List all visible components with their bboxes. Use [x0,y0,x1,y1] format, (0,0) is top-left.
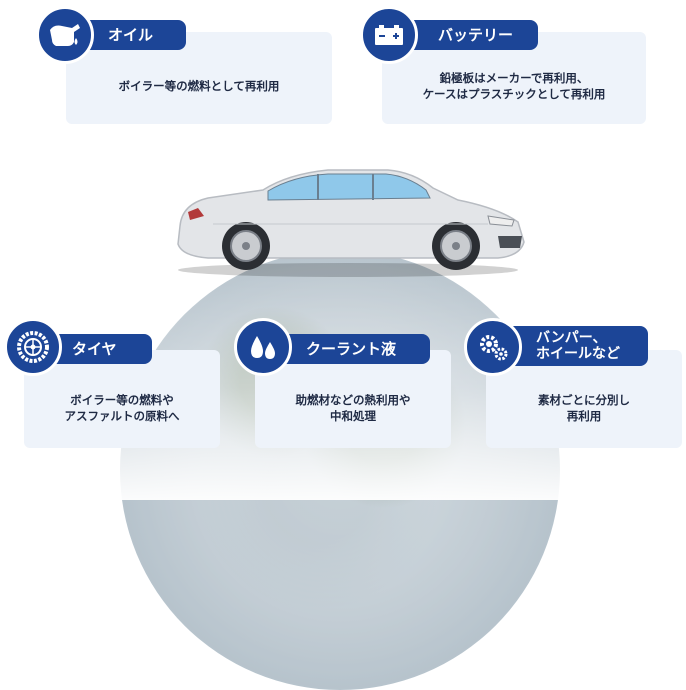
oil-description: ボイラー等の燃料として再利用 [118,79,280,93]
bumper-card: 素材ごとに分別し 再利用 [486,350,682,448]
bumper-title: バンパー、 ホイールなど [500,326,648,366]
coolant-card: 助燃材などの熱利用や 中和処理 [255,350,451,448]
car-image [177,169,525,277]
water-drops-icon [234,318,292,376]
battery-description: 鉛極板はメーカーで再利用、 ケースはプラスチックとして再利用 [422,71,606,101]
bumper-description: 素材ごとに分別し 再利用 [538,393,630,423]
tire-card: ボイラー等の燃料や アスファルトの原料へ [24,350,220,448]
oil-title: オイル [78,20,186,50]
battery-title: バッテリー [408,20,538,50]
tire-icon [4,318,62,376]
coolant-title: クーラント液 [270,334,430,364]
coolant-description: 助燃材などの熱利用や 中和処理 [295,393,411,423]
battery-icon [360,6,418,64]
gears-icon [464,318,522,376]
fuel-pump-icon [36,6,94,64]
tire-description: ボイラー等の燃料や アスファルトの原料へ [64,393,180,423]
